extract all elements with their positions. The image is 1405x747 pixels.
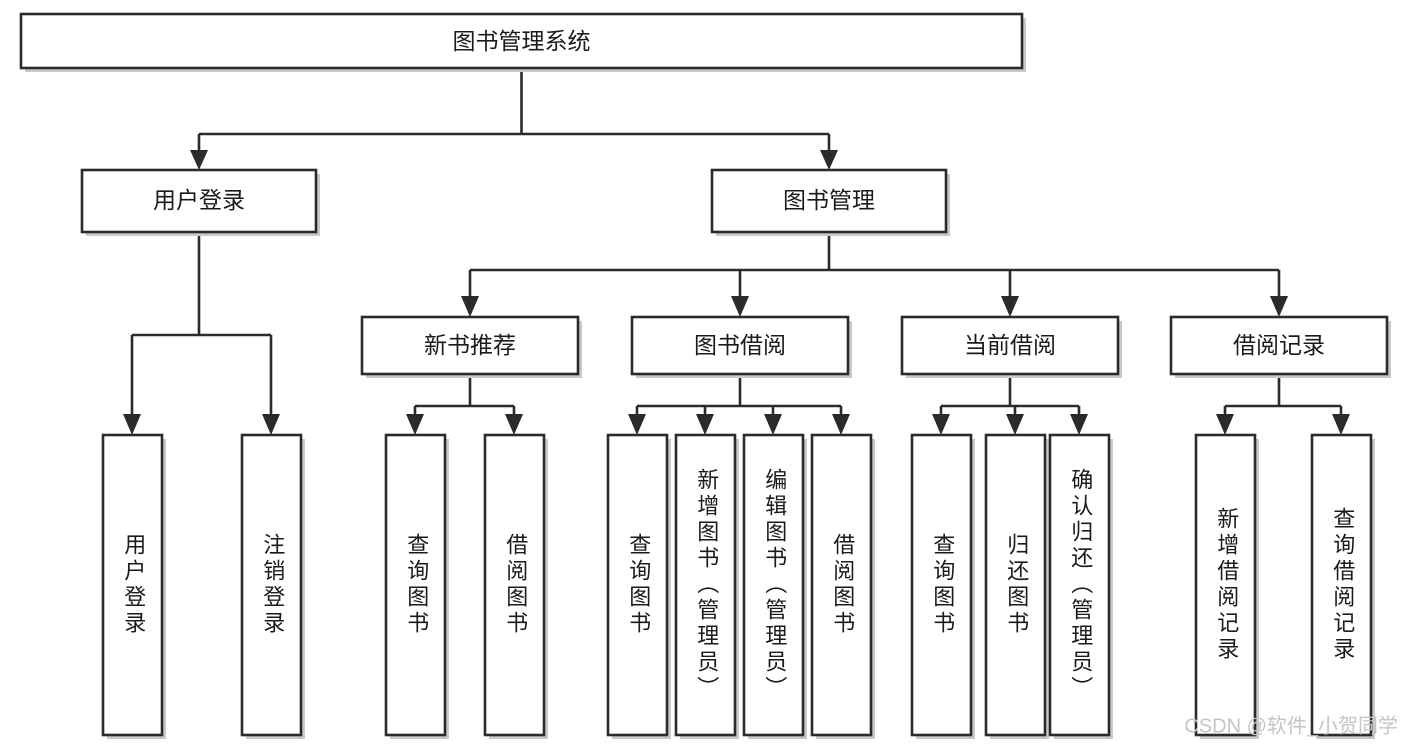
arrow-to-book-borrow xyxy=(731,296,749,317)
new-book-rec-label: 新书推荐 xyxy=(424,332,516,358)
node-root[interactable]: 图书管理系统 xyxy=(19,12,1026,72)
arrow-to-leaf-query-book-cur xyxy=(932,414,950,435)
user-login-label: 用户登录 xyxy=(153,187,245,213)
node-leaf-return-book[interactable]: 归还图书 xyxy=(984,433,1049,739)
node-leaf-confirm-return[interactable]: 确认归还（管理员） xyxy=(1048,433,1113,739)
arrow-to-leaf-add-book xyxy=(696,414,714,435)
node-user-login[interactable]: 用户登录 xyxy=(80,168,320,236)
leaf-borrow-book-rec-label: 借阅图书 xyxy=(503,533,528,637)
leaf-user-login-box[interactable] xyxy=(101,433,164,737)
node-book-borrow[interactable]: 图书借阅 xyxy=(630,315,852,378)
arrow-to-leaf-query-loan-record xyxy=(1332,414,1350,435)
node-leaf-edit-book[interactable]: 编辑图书（管理员） xyxy=(742,433,807,739)
leaf-logout-box[interactable] xyxy=(240,433,303,737)
leaf-query-book-cur-label: 查询图书 xyxy=(930,533,955,637)
loan-record-box[interactable] xyxy=(1169,315,1389,376)
arrow-to-leaf-query-book-bor xyxy=(628,414,646,435)
book-borrow-label: 图书借阅 xyxy=(694,332,786,358)
leaf-query-book-bor-label: 查询图书 xyxy=(626,533,651,637)
leaf-borrow-book-rec-box[interactable] xyxy=(483,433,546,737)
arrow-to-leaf-borrow-book-bor xyxy=(832,414,850,435)
leaf-borrow-book-bor-label: 借阅图书 xyxy=(830,533,855,637)
leaf-confirm-return-box[interactable] xyxy=(1048,433,1111,737)
book-manage-label: 图书管理 xyxy=(783,187,875,213)
node-leaf-query-book-bor[interactable]: 查询图书 xyxy=(606,433,671,739)
new-book-rec-box[interactable] xyxy=(360,315,580,376)
leaf-query-book-cur-box[interactable] xyxy=(910,433,973,737)
arrow-to-leaf-edit-book xyxy=(764,414,782,435)
node-leaf-user-login[interactable]: 用户登录 xyxy=(101,433,166,739)
current-loan-label: 当前借阅 xyxy=(964,332,1056,358)
node-leaf-query-loan-record[interactable]: 查询借阅记录 xyxy=(1310,433,1375,739)
node-leaf-query-book-rec[interactable]: 查询图书 xyxy=(384,433,449,739)
arrow-to-book-manage xyxy=(820,150,838,170)
node-leaf-logout[interactable]: 注销登录 xyxy=(240,433,305,739)
node-leaf-add-loan-record[interactable]: 新增借阅记录 xyxy=(1194,433,1259,739)
node-new-book-rec[interactable]: 新书推荐 xyxy=(360,315,582,378)
arrow-to-leaf-confirm-return xyxy=(1070,414,1088,435)
arrow-to-leaf-borrow-book-rec xyxy=(505,414,523,435)
arrow-to-leaf-query-book-rec xyxy=(406,414,424,435)
root-box[interactable] xyxy=(19,12,1024,70)
arrow-to-new-book-rec xyxy=(461,296,479,317)
connector-layer xyxy=(123,68,1350,435)
user-login-box[interactable] xyxy=(80,168,318,234)
book-manage-box[interactable] xyxy=(710,168,948,234)
node-leaf-borrow-book-bor[interactable]: 借阅图书 xyxy=(810,433,875,739)
arrow-to-user-login xyxy=(190,150,208,170)
leaf-add-loan-record-box[interactable] xyxy=(1194,433,1257,737)
root-label: 图书管理系统 xyxy=(453,28,591,54)
arrow-to-loan-record xyxy=(1270,296,1288,317)
arrow-to-leaf-return-book xyxy=(1006,414,1024,435)
leaf-return-book-label: 归还图书 xyxy=(1004,533,1029,637)
arrow-to-leaf-add-loan-record xyxy=(1216,414,1234,435)
node-book-manage[interactable]: 图书管理 xyxy=(710,168,950,236)
leaf-logout-label: 注销登录 xyxy=(260,533,285,637)
node-loan-record[interactable]: 借阅记录 xyxy=(1169,315,1391,378)
leaf-user-login-label: 用户登录 xyxy=(121,533,146,637)
arrow-to-leaf-user-login xyxy=(123,414,141,435)
leaf-edit-book-label: 编辑图书（管理员） xyxy=(762,468,787,702)
leaf-query-book-rec-label: 查询图书 xyxy=(404,533,429,637)
leaf-edit-book-box[interactable] xyxy=(742,433,805,737)
leaf-borrow-book-bor-box[interactable] xyxy=(810,433,873,737)
node-leaf-borrow-book-rec[interactable]: 借阅图书 xyxy=(483,433,548,739)
leaf-add-book-box[interactable] xyxy=(674,433,737,737)
arrow-to-current-loan xyxy=(1001,296,1019,317)
arrow-to-leaf-logout xyxy=(262,414,280,435)
leaf-query-loan-record-label: 查询借阅记录 xyxy=(1330,507,1355,663)
node-current-loan[interactable]: 当前借阅 xyxy=(900,315,1122,378)
leaf-add-book-label: 新增图书（管理员） xyxy=(694,468,719,702)
leaf-confirm-return-label: 确认归还（管理员） xyxy=(1068,468,1093,702)
book-borrow-box[interactable] xyxy=(630,315,850,376)
leaf-query-book-bor-box[interactable] xyxy=(606,433,669,737)
leaf-query-book-rec-box[interactable] xyxy=(384,433,447,737)
loan-record-label: 借阅记录 xyxy=(1233,332,1325,358)
leaf-add-loan-record-label: 新增借阅记录 xyxy=(1214,507,1239,663)
leaf-return-book-box[interactable] xyxy=(984,433,1047,737)
csdn-watermark: CSDN @软件_小贺同学 xyxy=(1184,714,1398,737)
node-leaf-add-book[interactable]: 新增图书（管理员） xyxy=(674,433,739,739)
node-leaf-query-book-cur[interactable]: 查询图书 xyxy=(910,433,975,739)
current-loan-box[interactable] xyxy=(900,315,1120,376)
leaf-query-loan-record-box[interactable] xyxy=(1310,433,1373,737)
